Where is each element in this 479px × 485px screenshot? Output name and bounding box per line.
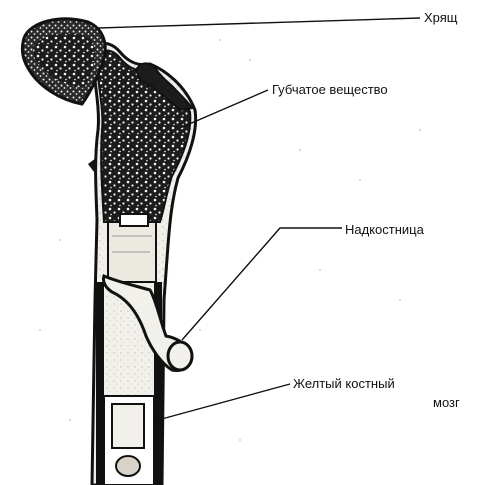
label-periosteum: Надкостница	[345, 222, 424, 237]
label-yellow-marrow-line1: Желтый костный	[293, 376, 395, 391]
label-yellow-marrow-line2: мозг	[433, 395, 460, 410]
yellow-marrow	[112, 404, 144, 448]
label-spongy-substance: Губчатое вещество	[272, 82, 388, 97]
callout-line-marrow	[158, 384, 290, 420]
callout-line-cartilage	[98, 18, 420, 28]
callout-line-periosteum	[182, 228, 342, 340]
medullary-cavity-top	[120, 214, 148, 226]
marrow-bottom	[116, 456, 140, 476]
label-cartilage: Хрящ	[424, 10, 458, 25]
shaft-wall-left	[96, 282, 104, 485]
periosteum-flap-end	[168, 342, 192, 370]
